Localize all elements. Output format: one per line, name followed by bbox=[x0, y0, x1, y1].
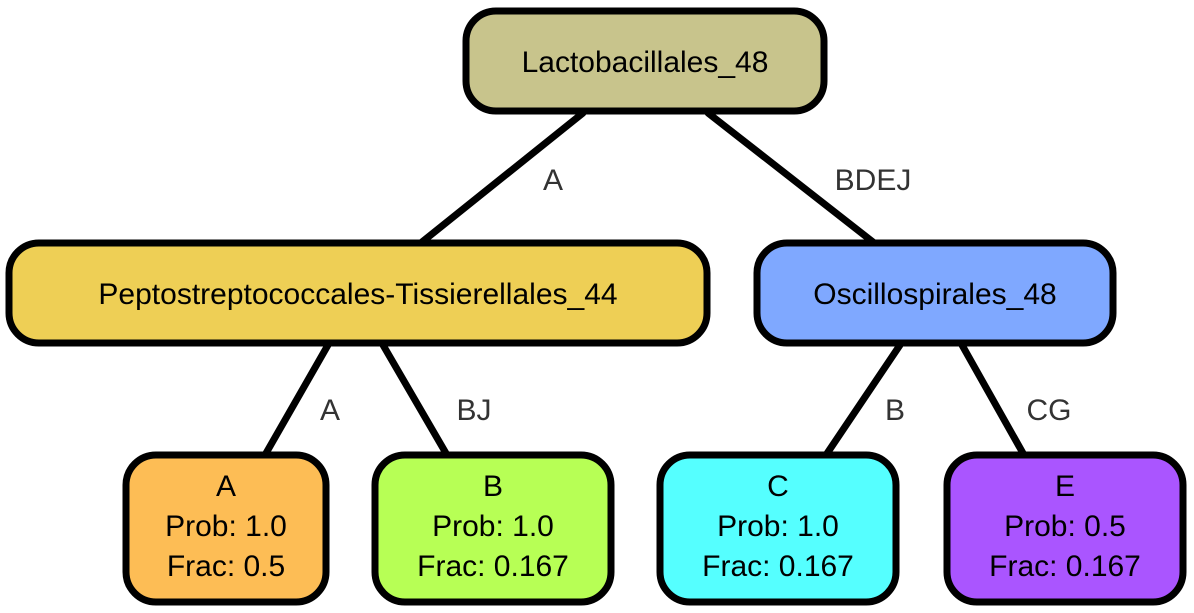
edge-root-pepto bbox=[418, 109, 587, 246]
edge-oscillo-leaf-e bbox=[958, 341, 1028, 459]
node-oscillo-box bbox=[753, 239, 1117, 347]
node-root[interactable]: Lactobacillales_48 bbox=[462, 7, 828, 115]
node-pepto-label: Peptostreptococcales-Tissierellales_44 bbox=[98, 278, 617, 311]
edge-pepto-leaf-b bbox=[379, 341, 451, 459]
leaf-a-frac: Frac: 0.5 bbox=[167, 550, 285, 583]
leaf-a[interactable]: A Prob: 1.0 Frac: 0.5 bbox=[122, 451, 330, 606]
edge-oscillo-leaf-c bbox=[822, 341, 904, 459]
edge-label-root-pepto: A bbox=[543, 164, 563, 197]
edge-label-pepto-leaf-a: A bbox=[320, 394, 340, 427]
node-oscillo[interactable]: Oscillospirales_48 bbox=[753, 239, 1117, 347]
edge-label-oscillo-leaf-c: B bbox=[885, 394, 905, 427]
leaf-b-prob: Prob: 1.0 bbox=[432, 510, 554, 543]
edge-label-oscillo-leaf-e: CG bbox=[1027, 394, 1072, 427]
leaf-c-box bbox=[656, 451, 900, 606]
edge-label-pepto-leaf-b: BJ bbox=[456, 394, 491, 427]
node-root-label: Lactobacillales_48 bbox=[522, 46, 769, 79]
leaf-e-frac: Frac: 0.167 bbox=[989, 550, 1141, 583]
leaf-b-label: B bbox=[483, 470, 503, 503]
leaf-a-box bbox=[122, 451, 330, 606]
leaf-e[interactable]: E Prob: 0.5 Frac: 0.167 bbox=[943, 451, 1187, 606]
edge-root-oscillo bbox=[704, 109, 877, 246]
leaf-e-label: E bbox=[1055, 470, 1075, 503]
leaf-b-box bbox=[371, 451, 615, 606]
leaf-a-label: A bbox=[216, 470, 236, 503]
leaf-c-label: C bbox=[767, 470, 789, 503]
edge-label-root-oscillo: BDEJ bbox=[835, 164, 912, 197]
node-pepto-box bbox=[5, 239, 711, 347]
leaf-c-prob: Prob: 1.0 bbox=[717, 510, 839, 543]
node-pepto[interactable]: Peptostreptococcales-Tissierellales_44 bbox=[5, 239, 711, 347]
tree-edges bbox=[261, 109, 1028, 459]
leaf-e-box bbox=[943, 451, 1187, 606]
node-oscillo-label: Oscillospirales_48 bbox=[813, 278, 1056, 311]
edge-pepto-leaf-a bbox=[261, 341, 332, 459]
leaf-a-prob: Prob: 1.0 bbox=[165, 510, 287, 543]
leaf-c[interactable]: C Prob: 1.0 Frac: 0.167 bbox=[656, 451, 900, 606]
leaf-e-prob: Prob: 0.5 bbox=[1004, 510, 1126, 543]
node-root-box bbox=[462, 7, 828, 115]
leaf-b-frac: Frac: 0.167 bbox=[417, 550, 569, 583]
edge-labels: A BDEJ A BJ B CG bbox=[320, 164, 1072, 427]
leaf-c-frac: Frac: 0.167 bbox=[702, 550, 854, 583]
leaf-b[interactable]: B Prob: 1.0 Frac: 0.167 bbox=[371, 451, 615, 606]
